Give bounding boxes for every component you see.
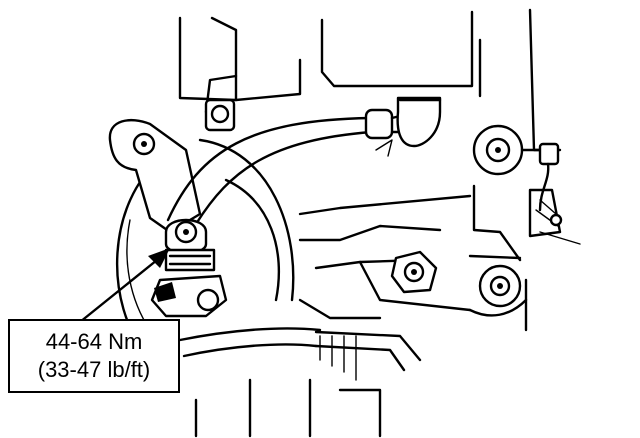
mount-nut-right — [478, 264, 522, 308]
torque-metric-label: 44-64 Nm — [45, 329, 143, 354]
bracket-arm — [108, 118, 202, 234]
housing-bolt — [204, 98, 236, 132]
engine-body — [298, 184, 528, 332]
right-connector — [528, 142, 581, 245]
torque-spec-callout: 44-64 Nm (33-47 lb/ft) — [8, 319, 180, 393]
wire-harness — [178, 327, 422, 438]
callout-arrow — [78, 248, 170, 324]
filler-cap — [396, 96, 442, 148]
ring-fitting — [472, 124, 550, 176]
torque-bolt — [150, 218, 228, 318]
mount-nut-center — [390, 250, 438, 294]
hose-line — [166, 108, 410, 226]
torque-imperial-label: (33-47 lb/ft) — [37, 357, 151, 382]
